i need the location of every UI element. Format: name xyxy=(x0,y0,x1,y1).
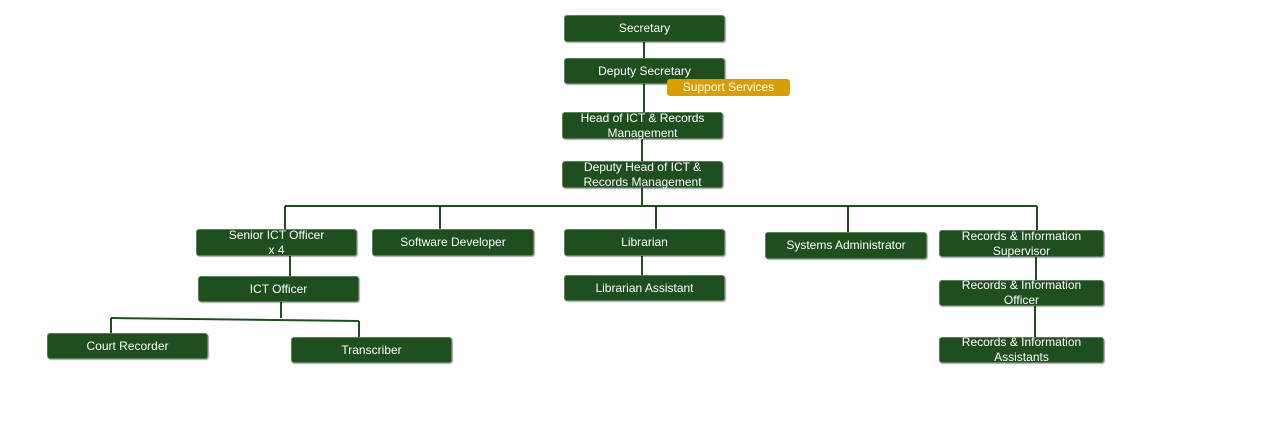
connector-ict-officer-bus xyxy=(110,317,360,322)
node-records-officer: Records & Information Officer xyxy=(939,278,1104,307)
node-systems-administrator: Systems Administrator xyxy=(765,232,927,259)
node-deputy-head-ict-records: Deputy Head of ICT & Records Management xyxy=(562,160,723,189)
node-records-supervisor: Records & Information Supervisor xyxy=(939,229,1104,258)
node-software-developer: Software Developer xyxy=(372,229,534,256)
node-deputy-secretary: Deputy Secretary xyxy=(564,58,725,84)
node-senior-ict-officer: Senior ICT Officer x 4 xyxy=(196,228,357,257)
node-records-assistants: Records & Information Assistants xyxy=(939,335,1104,364)
node-librarian-assistant: Librarian Assistant xyxy=(564,275,725,301)
node-librarian: Librarian xyxy=(564,229,725,256)
node-transcriber: Transcriber xyxy=(291,337,452,363)
node-court-recorder: Court Recorder xyxy=(47,333,208,359)
node-support-services: Support Services xyxy=(667,79,790,96)
node-head-ict-records: Head of ICT & Records Management xyxy=(562,111,723,140)
node-secretary: Secretary xyxy=(564,15,725,42)
node-ict-officer: ICT Officer xyxy=(198,276,359,302)
